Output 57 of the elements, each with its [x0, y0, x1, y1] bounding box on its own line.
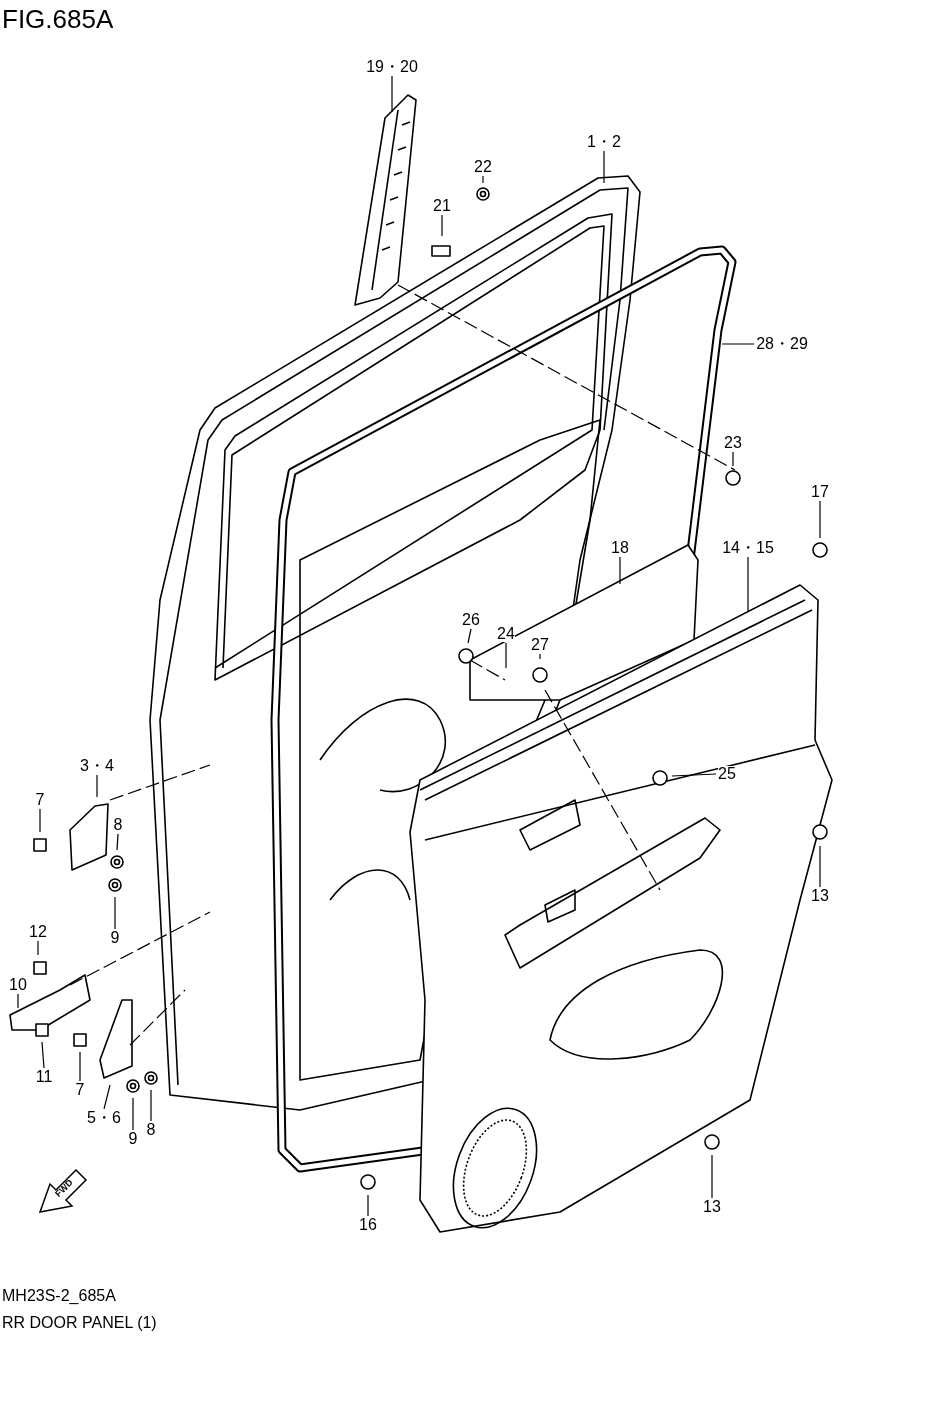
callout-number: 24 — [497, 626, 515, 642]
leader-line — [505, 642, 507, 669]
leader-line — [150, 1089, 152, 1122]
leader-line — [103, 1084, 111, 1110]
leader-line — [37, 940, 39, 956]
callout-number: 9 — [128, 1131, 138, 1147]
callout-number: 16 — [359, 1217, 377, 1233]
leader-line — [41, 1041, 45, 1069]
leader-line — [819, 500, 821, 539]
leader-line — [819, 845, 821, 888]
leader-line — [732, 451, 734, 467]
callout-number: 5・6 — [87, 1110, 121, 1126]
callout-number: 22 — [474, 159, 492, 175]
leader-line — [391, 75, 393, 113]
leader-line — [114, 896, 116, 930]
callout-number: 8 — [146, 1122, 156, 1138]
callout-number: 1・2 — [587, 134, 621, 150]
callout-number: 13 — [811, 888, 829, 904]
leader-line — [747, 556, 749, 613]
callout-number: 18 — [611, 540, 629, 556]
callout-number: 19・20 — [366, 59, 418, 75]
callout-number: 9 — [110, 930, 120, 946]
callout-number: 28・29 — [756, 336, 808, 352]
callout-number: 7 — [35, 792, 45, 808]
callout-number: 10 — [9, 977, 27, 993]
leader-line — [116, 833, 119, 851]
leader-line — [132, 1097, 134, 1131]
leader-line — [467, 628, 472, 644]
callout-number: 23 — [724, 435, 742, 451]
leader-line — [367, 1194, 369, 1217]
callout-number: 11 — [35, 1069, 53, 1085]
leader-line — [39, 808, 41, 833]
figure-caption: RR DOOR PANEL (1) — [2, 1315, 157, 1331]
drawing-code: MH23S-2_685A — [2, 1288, 116, 1304]
leader-line — [721, 343, 755, 345]
leader-line — [96, 774, 98, 798]
callout-number: 25 — [718, 766, 736, 782]
callout-number: 8 — [113, 817, 123, 833]
leader-line — [619, 556, 621, 585]
leader-line — [17, 993, 19, 1009]
callout-number: 26 — [462, 612, 480, 628]
leader-line — [671, 773, 717, 777]
leader-line — [711, 1154, 713, 1199]
callout-number: 13 — [703, 1199, 721, 1215]
callout-number: 21 — [433, 198, 451, 214]
callout-number: 27 — [531, 637, 549, 653]
callout-number: 7 — [75, 1082, 85, 1098]
figure-title: FIG.685A — [2, 6, 114, 32]
leader-line — [79, 1051, 81, 1082]
callout-number: 14・15 — [722, 540, 774, 556]
leader-line — [441, 214, 443, 237]
leader-line — [603, 150, 605, 184]
callout-number: 3・4 — [80, 758, 114, 774]
leader-line — [482, 175, 484, 184]
callout-number: 17 — [811, 484, 829, 500]
leader-line — [539, 653, 541, 660]
callout-number: 12 — [29, 924, 47, 940]
